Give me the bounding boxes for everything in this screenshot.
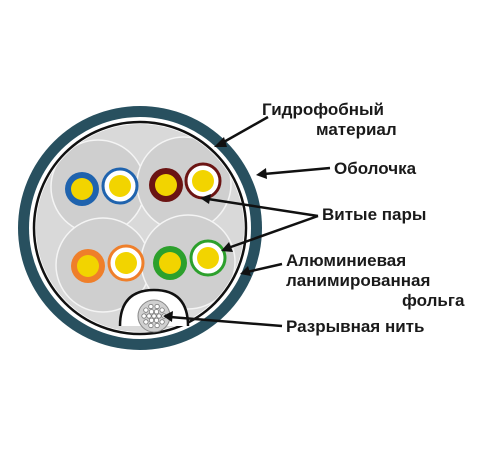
arrow-hydrophobic bbox=[221, 115, 269, 145]
label-ripcord: Разрывная нить bbox=[286, 317, 424, 336]
ripcord-fiber bbox=[154, 322, 160, 329]
arrowhead-pairs-green bbox=[221, 242, 233, 252]
ripcord-fiber bbox=[148, 322, 154, 329]
green-pair bbox=[153, 239, 227, 280]
arrowhead-hydrophobic bbox=[214, 137, 227, 147]
ripcord-fiber bbox=[143, 307, 149, 313]
arrow-pairs-green bbox=[227, 214, 319, 250]
arrow-foil bbox=[246, 262, 283, 274]
ripcord-fiber bbox=[148, 317, 155, 323]
ripcord-fiber bbox=[154, 303, 160, 310]
brown-pair bbox=[149, 162, 222, 202]
arrow-sheath bbox=[263, 166, 331, 176]
ripcord-fiber bbox=[153, 317, 160, 323]
arrowhead-ripcord bbox=[163, 311, 173, 322]
ripcord-fiber bbox=[156, 313, 162, 319]
ripcord-fiber bbox=[159, 319, 165, 325]
blue-pair bbox=[65, 167, 139, 206]
ripcord-fiber bbox=[148, 303, 154, 310]
ripcord-fiber bbox=[153, 309, 160, 315]
label-sheath: Оболочка bbox=[334, 159, 417, 178]
arrow-pairs-brown bbox=[207, 197, 319, 218]
ripcord-fibers bbox=[141, 303, 167, 329]
ripcord-fiber bbox=[151, 313, 157, 319]
ripcord-fiber bbox=[146, 313, 152, 319]
ripcord-fiber bbox=[143, 319, 149, 325]
arrow-ripcord bbox=[169, 315, 283, 328]
arrowhead-foil bbox=[240, 266, 251, 276]
label-foil: Алюминиевая ланимированная фольга bbox=[286, 251, 465, 310]
foil-layer bbox=[32, 120, 248, 336]
arrowhead-sheath bbox=[256, 168, 267, 179]
orange-pair bbox=[71, 244, 145, 283]
arrowhead-pairs-brown bbox=[200, 194, 211, 204]
ripcord-fiber bbox=[141, 313, 147, 319]
label-twisted-pairs: Витые пары bbox=[322, 205, 426, 224]
ripcord-fiber bbox=[159, 307, 165, 313]
ripcord-fiber bbox=[148, 309, 155, 315]
label-hydrophobic: Гидрофобный материал bbox=[262, 100, 397, 139]
